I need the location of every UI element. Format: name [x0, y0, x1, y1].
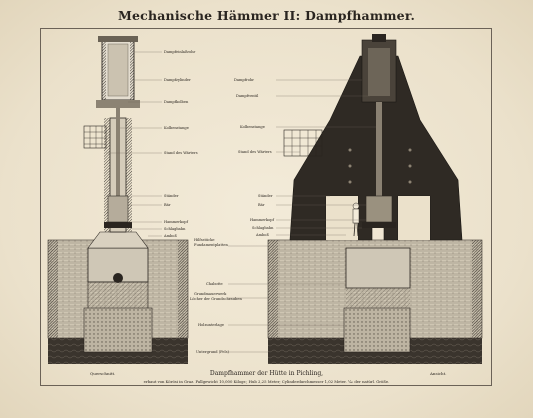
label-grundmauerwerk: Grundmauerwerk	[194, 292, 227, 296]
label-baer-left: Bär	[164, 203, 171, 207]
label-dampfrohr: Dampfrohr	[234, 78, 254, 82]
label-dampfkolben: Dampfkolben	[164, 100, 189, 104]
label-staender-left: Ständer	[164, 194, 179, 198]
cross-section-view	[47, 36, 189, 364]
label-schlagbahn-left: Schlagbahn	[164, 227, 186, 231]
plate-title: Mechanische Hämmer II: Dampfhammer.	[117, 8, 416, 23]
label-dampfeinlassrohr: Dampfeinlaßrohr	[164, 50, 196, 54]
label-stand-des-waerters-left: Stand des Wärters	[164, 151, 198, 155]
view-label-cross-section: Querschnitt.	[90, 371, 116, 376]
label-staender-right: Ständer	[258, 194, 273, 198]
label-stand-des-waerters-right: Stand des Wärters	[238, 150, 272, 154]
label-kolbenstange-left: Kolbenstange	[164, 126, 189, 130]
elevation-view	[228, 34, 483, 364]
label-amboss-left: Amboß	[164, 234, 177, 238]
label-kolbenstange-right: Kolbenstange	[240, 125, 265, 129]
label-dampfzylinder: Dampfzylinder	[164, 78, 191, 82]
view-label-elevation: Ansicht.	[430, 371, 447, 376]
label-baer-right: Bär	[258, 203, 265, 207]
label-hammerkopf-left: Hammerkopf	[164, 220, 188, 224]
label-hilfsstuecke: Hilfsstücke	[194, 238, 215, 242]
label-untergrund: Untergrund (Fels)	[196, 350, 229, 354]
label-loecher-der-grundschrauben: Löcher der Grundschrauben	[190, 297, 242, 301]
label-hammerkopf-right: Hammerkopf	[250, 218, 274, 222]
label-chabotte: Chabotte	[206, 282, 223, 286]
plate-subcaption: erbaut von Körösi in Graz. Fallgewicht 1…	[143, 379, 390, 384]
label-dampfventil: Dampfventil	[236, 94, 259, 98]
label-amboss-right: Amboß	[256, 233, 269, 237]
plate-caption: Dampfhammer der Hütte in Pichling,	[209, 370, 324, 377]
label-schlagbahn-right: Schlagbahn	[252, 226, 274, 230]
label-holzunterlage: Holzunterlage	[198, 323, 224, 327]
label-fundamentplatten: Fundamentplatten	[194, 243, 228, 247]
illustration-frame	[40, 28, 492, 386]
